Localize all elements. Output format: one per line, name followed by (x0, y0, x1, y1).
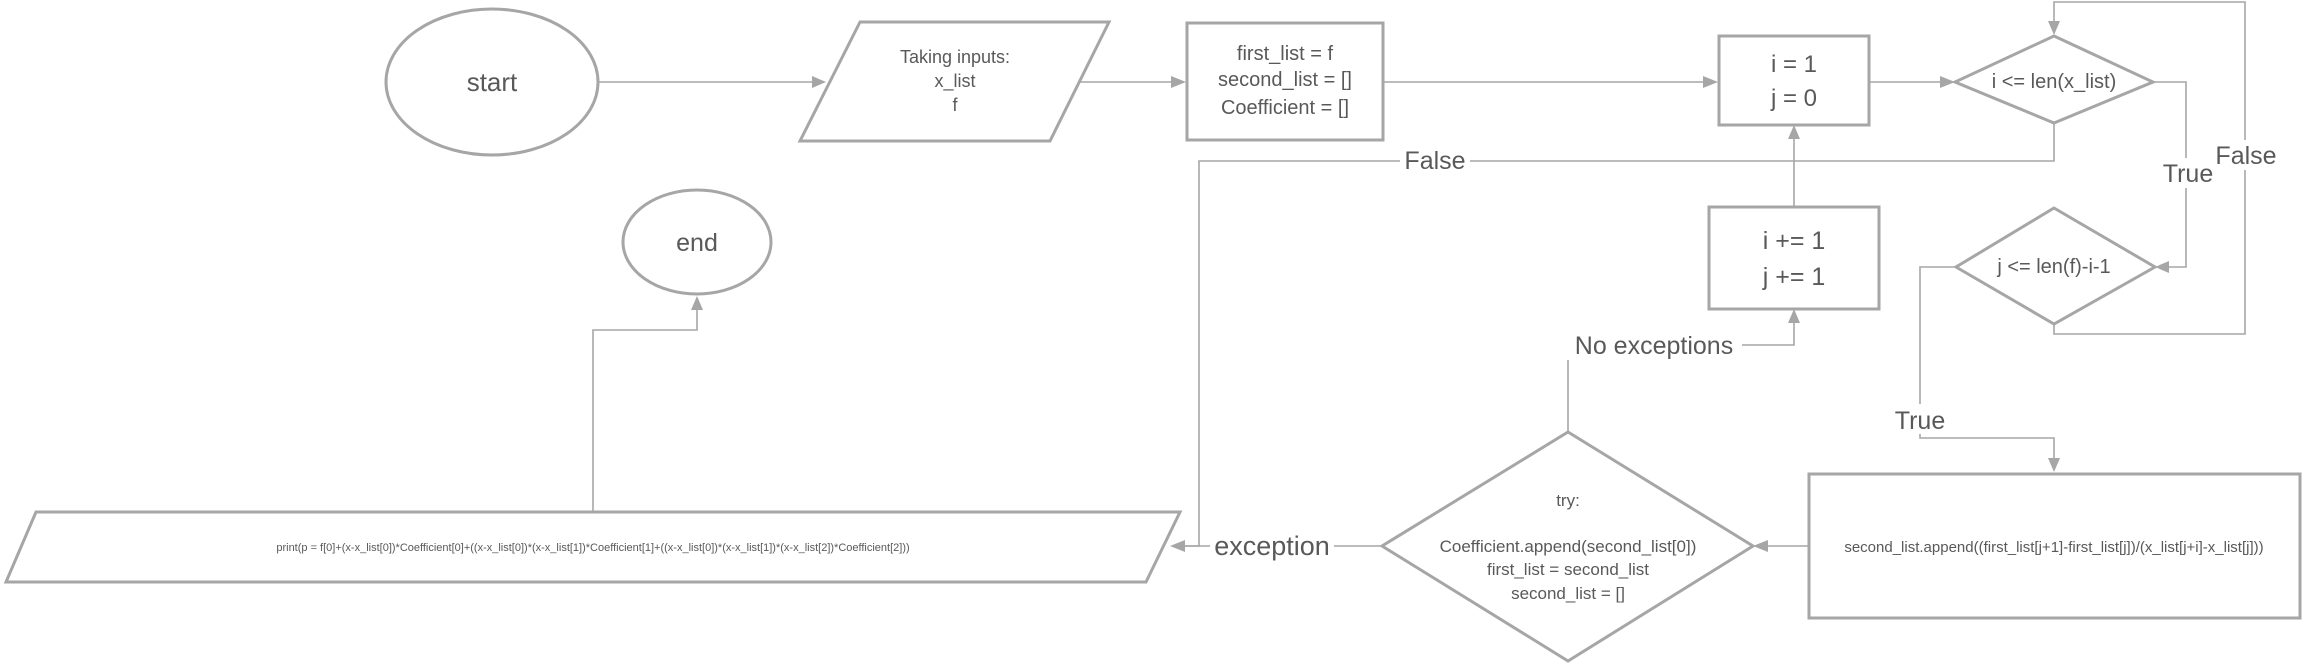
arrowhead (691, 296, 703, 310)
cond-j-diamond (1953, 206, 2159, 326)
connector-true-to-append (1919, 266, 2055, 458)
edge-label-true-j: True (1895, 407, 1945, 435)
increment-line-1: i += 1 (1763, 227, 1826, 255)
arrowhead (2155, 261, 2169, 273)
node-append: second_list.append((first_list[j+1]-firs… (1807, 472, 2302, 620)
node-inputs: Taking inputs: x_list f (797, 20, 1112, 143)
init-lists-rect (1185, 21, 1385, 142)
init-ij-line-1: i = 1 (1771, 51, 1817, 78)
arrowhead (1940, 76, 1955, 88)
init-lists-line-2: second_list = [] (1218, 69, 1352, 91)
init-lists-line-1: first_list = f (1237, 43, 1334, 65)
end-ellipse (621, 188, 773, 296)
connector-print-to-end (592, 310, 698, 511)
node-print: print(p = f[0]+(x-x_list[0])*Coefficient… (3, 510, 1183, 584)
cond-i-diamond (1951, 34, 2157, 125)
try-line-5: second_list = [] (1511, 584, 1625, 603)
inputs-line-3: f (952, 95, 958, 115)
cond-i-label: i <= len(x_list) (1992, 71, 2117, 93)
arrowhead (1171, 76, 1186, 88)
edge-label-false-i: False (1404, 147, 1465, 175)
arrowhead (1788, 309, 1800, 323)
start-label: start (467, 67, 518, 97)
node-init-ij: i = 1 j = 0 (1717, 34, 1871, 127)
edge-labels: False True False True No exceptions exce… (1210, 140, 2277, 562)
inputs-line-1: Taking inputs: (900, 47, 1010, 67)
print-label: print(p = f[0]+(x-x_list[0])*Coefficient… (276, 542, 909, 554)
append-label: second_list.append((first_list[j+1]-firs… (1844, 539, 2263, 556)
init-ij-rect (1717, 34, 1871, 127)
edge-label-exception: exception (1214, 531, 1330, 561)
try-line-4: first_list = second_list (1487, 560, 1649, 579)
node-increment: i += 1 j += 1 (1707, 205, 1881, 311)
node-try: try: Coefficient.append(second_list[0]) … (1379, 430, 1756, 663)
arrowhead (1170, 540, 1185, 552)
init-lists-line-3: Coefficient = [] (1221, 97, 1349, 119)
append-rect (1807, 472, 2302, 620)
node-cond-i: i <= len(x_list) (1951, 34, 2157, 125)
inputs-parallelogram (797, 20, 1112, 143)
arrowhead (812, 76, 826, 88)
try-line-1: try: (1556, 491, 1580, 510)
init-ij-line-2: j = 0 (1770, 85, 1817, 112)
arrowhead (1788, 125, 1800, 139)
node-cond-j: j <= len(f)-i-1 (1953, 206, 2159, 326)
arrowhead (1753, 540, 1768, 552)
edge-label-true-i: True (2163, 160, 2213, 188)
start-ellipse (384, 7, 600, 157)
increment-line-2: j += 1 (1762, 263, 1826, 291)
end-label: end (676, 229, 718, 257)
try-line-3: Coefficient.append(second_list[0]) (1440, 537, 1697, 556)
inputs-line-2: x_list (934, 71, 975, 92)
arrowhead (1703, 76, 1718, 88)
arrowhead (2048, 458, 2060, 472)
edge-label-no-exceptions: No exceptions (1575, 332, 1733, 360)
try-diamond (1379, 430, 1756, 663)
node-init-lists: first_list = f second_list = [] Coeffici… (1185, 21, 1385, 142)
node-end: end (621, 188, 773, 296)
arrowhead (2048, 21, 2060, 35)
cond-j-label: j <= len(f)-i-1 (1996, 256, 2110, 278)
print-parallelogram (3, 510, 1183, 584)
node-start: start (384, 7, 600, 157)
edge-label-false-j: False (2215, 142, 2276, 170)
increment-rect (1707, 205, 1881, 311)
